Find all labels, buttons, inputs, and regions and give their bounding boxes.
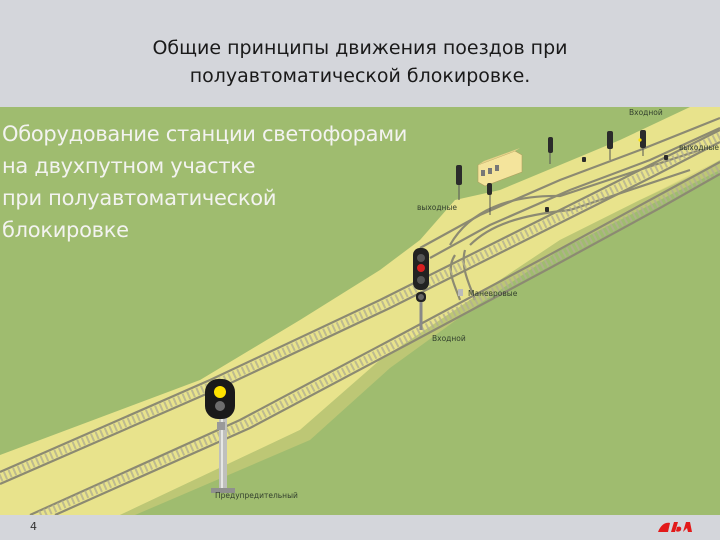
track-ties [0,132,720,515]
embankment [0,107,720,515]
label-exit-left: выходные [417,203,457,212]
title-bar: Общие принципы движения поездов при полу… [0,0,720,107]
entry-signal-mid [413,248,429,330]
station-building [477,148,523,187]
label-exit-right: выходные [679,143,719,152]
slide-title: Общие принципы движения поездов при полу… [152,37,568,87]
page-number: 4 [30,520,37,533]
label-warning: Предупредительный [215,491,298,500]
label-shunting: Маневровые [468,289,518,298]
station-illustration [0,107,720,515]
footer-bar [0,515,720,540]
small-signals [456,130,668,215]
tracks [0,116,720,515]
label-entry-mid: Входной [432,334,466,343]
warning-signal [205,379,235,493]
shunting-signal [458,289,463,296]
label-entry-top: Входной [629,108,663,117]
rzd-logo [658,522,692,532]
figure-heading: Оборудование станции светофорами на двух… [2,122,408,242]
